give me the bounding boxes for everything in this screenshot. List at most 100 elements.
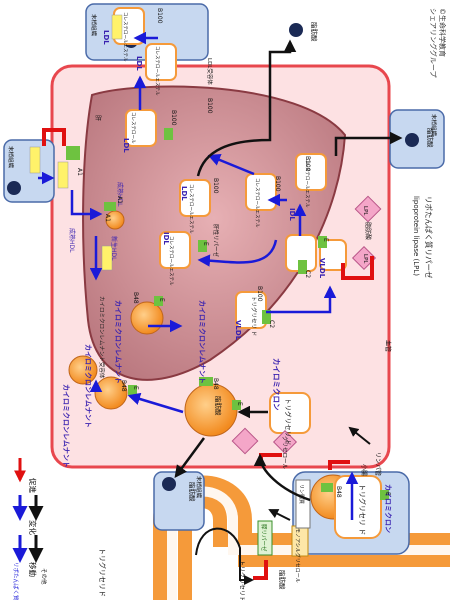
label-vldl: VLDL <box>234 320 242 341</box>
tissue-peripheral-top: 末梢組織 <box>90 14 98 37</box>
cholesterol-4: コレステロールエステル <box>254 178 260 228</box>
apo-a1-3: A1 <box>116 196 123 204</box>
credit-line-1: ©生命科学教育 <box>438 8 447 57</box>
apo-c2-tag <box>262 310 271 324</box>
label-cm-remnant-4: カイロミクロンレムナント <box>198 300 207 384</box>
blue-arrow <box>127 392 184 414</box>
apo-e-2: E <box>158 298 165 302</box>
red-bracket <box>42 128 66 146</box>
label-hdl-ascent: 成熟HDL <box>116 182 124 207</box>
apo-b100-tag <box>164 128 173 140</box>
tissue-peripheral-left: 末梢組織 <box>7 146 15 169</box>
apo-e-tag <box>380 490 389 500</box>
label-idl-liver: IDL <box>162 232 170 245</box>
apo-a1-tag <box>66 146 80 160</box>
black-arrow <box>174 437 206 479</box>
label-ldl-top: LDL <box>135 56 143 71</box>
apo-b48-tag <box>199 377 213 386</box>
legend <box>12 458 44 563</box>
label-cm-remnant-3: カイロミクロンレムナント <box>62 384 71 468</box>
fatty-acid-top: 脂肪酸 <box>310 22 319 42</box>
lipase-diamond <box>231 427 259 455</box>
label-ldl-receptor: LDL受容体 <box>206 58 214 85</box>
pancreatic-lipase: 膵リパーゼ <box>260 524 268 552</box>
apo-c2-tag <box>298 260 307 274</box>
phospholipid-box <box>295 479 311 529</box>
hdl-marker <box>101 245 113 271</box>
apo-b48-tag <box>321 483 333 492</box>
cell-dot <box>7 181 21 195</box>
cholesterol-5: コレステロールエステル <box>304 158 310 208</box>
phospholipid: リン脂質 <box>298 484 305 504</box>
free-fa-lpl: 脂肪酸 <box>364 222 372 240</box>
cholesterol-2: コレステロールエステル <box>154 46 160 96</box>
apo-b100-1: B100 <box>170 110 177 126</box>
legend-move: 移動 <box>28 562 38 577</box>
apo-e-tag <box>318 236 327 248</box>
lpl-title-en: lipoprotein lipase (LPL) <box>412 196 420 276</box>
cholesterol-7: コレステロールエステル <box>168 236 174 286</box>
apo-b48-2: B48 <box>132 292 139 304</box>
label-ldl-liver: LDL <box>180 186 188 201</box>
apo-c2-2: C2 <box>304 270 311 278</box>
tg-vldl: トリグリセリ ド <box>250 296 258 336</box>
label-hdl-mature: 成熟HDL <box>68 228 76 253</box>
cholesterol-1: コレステロール <box>130 112 136 144</box>
apo-e-tag <box>198 240 207 252</box>
label-chylomicron: カイロミクロン <box>272 358 282 411</box>
apo-b100-4: B100 <box>212 178 219 194</box>
blue-arrow <box>266 285 337 314</box>
fatty-acid-bottom: 脂肪酸 <box>188 482 197 502</box>
idl-box-liver <box>159 231 191 269</box>
hdl-marker <box>57 161 69 189</box>
legend-move-lipo: リポたんぱく質 <box>12 562 20 600</box>
apo-e-6: E <box>384 492 391 496</box>
apo-e-tag <box>232 400 241 410</box>
red-bracket <box>328 460 350 470</box>
apo-e-tag <box>128 385 137 395</box>
label-cm-remnant-1: カイロミクロンレムナント <box>114 300 123 384</box>
cell-dot <box>162 477 176 491</box>
apo-b48-4: B48 <box>335 486 342 498</box>
apo-c2-1: C2 <box>268 320 275 328</box>
red-bracket <box>341 256 374 280</box>
label-ldl: LDL <box>122 138 130 153</box>
fatty-acid-right: 脂肪酸 <box>426 128 435 148</box>
apo-b100-5: B100 <box>256 286 263 302</box>
tissue-liver: 肝 <box>94 115 101 121</box>
pancreatic-lipase-box <box>257 520 273 556</box>
legend-move-other: その他 <box>40 568 48 585</box>
apo-b100-7: B100 <box>156 8 163 24</box>
chylomicron-remnant-ball <box>130 301 164 335</box>
fatty-acid-intestine: 脂肪酸 <box>278 570 287 590</box>
label-cm-remnant-2: カイロミクロンレムナント <box>84 344 93 428</box>
tg-intestine-cell: トリグリセリ ド <box>358 484 367 535</box>
legend-promote: 促進 <box>28 478 37 493</box>
apo-b100-2: B100 <box>304 156 311 172</box>
chylomicron-remnant-ball <box>68 355 98 385</box>
monoacylglycerol: モノアシルグリセロール <box>294 528 301 583</box>
blue-arrow <box>197 239 278 267</box>
red-bracket <box>253 560 268 580</box>
hdl-marker <box>29 146 41 174</box>
hepatic-lipase: 肝性リパーゼ <box>212 224 220 258</box>
lpl-diamond <box>354 195 382 223</box>
lpl-diamond <box>351 245 377 271</box>
tg-lumen-2: トリグリセリド <box>238 560 246 600</box>
tg-large-chylo: 脂肪酸 <box>214 396 223 416</box>
label-ldl-tissue: LDL <box>102 30 110 45</box>
label-vldl-right: VLDL <box>318 258 326 279</box>
legend-change: 変化 <box>28 520 38 535</box>
cell-dot <box>405 133 419 147</box>
glycerol: グリセロール <box>281 436 289 470</box>
label-chylomicron-intestine: カイロミクロン <box>384 484 393 533</box>
ldl-box-top <box>145 43 177 81</box>
apo-e-3: E <box>132 386 139 390</box>
black-arrow <box>268 509 291 521</box>
apo-e-4: E <box>322 238 329 242</box>
apo-a1-1: A1 <box>76 168 83 176</box>
tg-box <box>269 392 311 434</box>
apo-b48-1: B48 <box>212 378 219 390</box>
lpl-short-2: LPL <box>362 254 368 264</box>
